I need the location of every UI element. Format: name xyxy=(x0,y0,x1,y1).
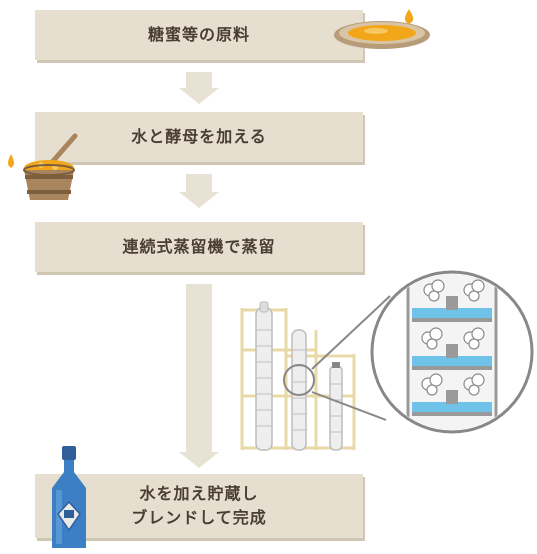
yeast-tub-icon xyxy=(8,133,78,200)
flow-arrow-3-head xyxy=(179,452,219,468)
step-distillation-label: 連続式蒸留機で蒸留 xyxy=(122,237,276,256)
step-raw-materials-label: 糖蜜等の原料 xyxy=(147,25,250,44)
step-finish: 水を加え貯蔵し ブレンドして完成 xyxy=(35,474,363,538)
step-distillation: 連続式蒸留機で蒸留 xyxy=(35,222,363,272)
step-add-water-yeast-label: 水と酵母を加える xyxy=(131,127,267,146)
molasses-bowl-icon xyxy=(334,9,430,49)
flow-arrow-2-head xyxy=(179,192,219,208)
step-raw-materials: 糖蜜等の原料 xyxy=(35,10,363,60)
step-add-water-yeast: 水と酵母を加える xyxy=(35,112,363,162)
step-finish-label: 水を加え貯蔵し ブレンドして完成 xyxy=(131,482,267,530)
flow-arrow-2 xyxy=(186,174,212,194)
gin-bottle-icon xyxy=(52,446,86,548)
flow-arrow-1-head xyxy=(179,88,219,104)
continuous-still-icon xyxy=(240,301,356,451)
step-finish-label-line2: ブレンドして完成 xyxy=(131,508,267,527)
flow-arrow-3 xyxy=(186,284,212,454)
flow-arrow-1 xyxy=(186,72,212,92)
column-cross-section-icon xyxy=(370,270,534,434)
step-finish-label-line1: 水を加え貯蔵し xyxy=(139,484,259,503)
